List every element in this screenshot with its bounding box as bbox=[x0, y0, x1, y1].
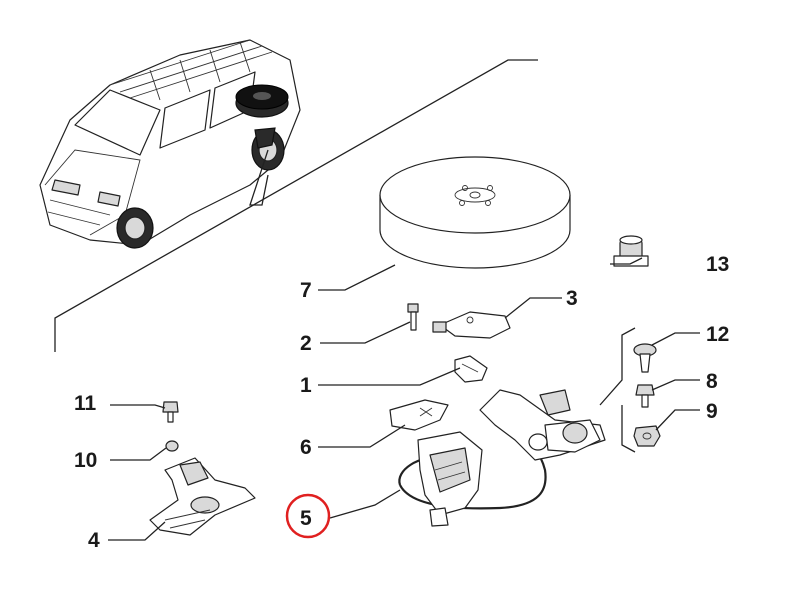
part-13-fitting bbox=[613, 235, 649, 267]
part-6-plate bbox=[389, 399, 449, 431]
part-5-carrier bbox=[398, 389, 606, 527]
part-9-nut bbox=[633, 425, 661, 447]
callout-labels: 7 13 2 3 1 6 12 8 9 11 10 4 5 bbox=[74, 253, 729, 552]
callout-2: 2 bbox=[300, 332, 312, 355]
callout-10: 10 bbox=[74, 449, 97, 472]
highlight-circle bbox=[285, 493, 331, 539]
part-10-cap bbox=[165, 440, 179, 452]
part-2-bolt bbox=[407, 303, 419, 331]
callout-4: 4 bbox=[88, 529, 100, 552]
part-3-plate bbox=[432, 311, 511, 339]
callout-7: 7 bbox=[300, 279, 312, 302]
callout-11: 11 bbox=[74, 392, 97, 415]
part-8-screw bbox=[635, 384, 655, 408]
vehicle-illustration bbox=[39, 39, 301, 249]
callout-5: 5 bbox=[300, 507, 312, 530]
callout-12: 12 bbox=[706, 323, 729, 346]
leader-lines bbox=[108, 257, 700, 541]
part-12-pin bbox=[633, 343, 657, 373]
callout-13: 13 bbox=[706, 253, 729, 276]
part-4-bracket bbox=[149, 457, 256, 536]
callout-6: 6 bbox=[300, 436, 312, 459]
frame-lines bbox=[54, 59, 538, 352]
spare-tire bbox=[379, 156, 571, 269]
callout-1: 1 bbox=[300, 374, 312, 397]
callout-3: 3 bbox=[566, 287, 578, 310]
part-11-bolt bbox=[162, 401, 179, 423]
callout-9: 9 bbox=[706, 400, 718, 423]
callout-8: 8 bbox=[706, 370, 718, 393]
part-1-bracket bbox=[454, 355, 488, 383]
